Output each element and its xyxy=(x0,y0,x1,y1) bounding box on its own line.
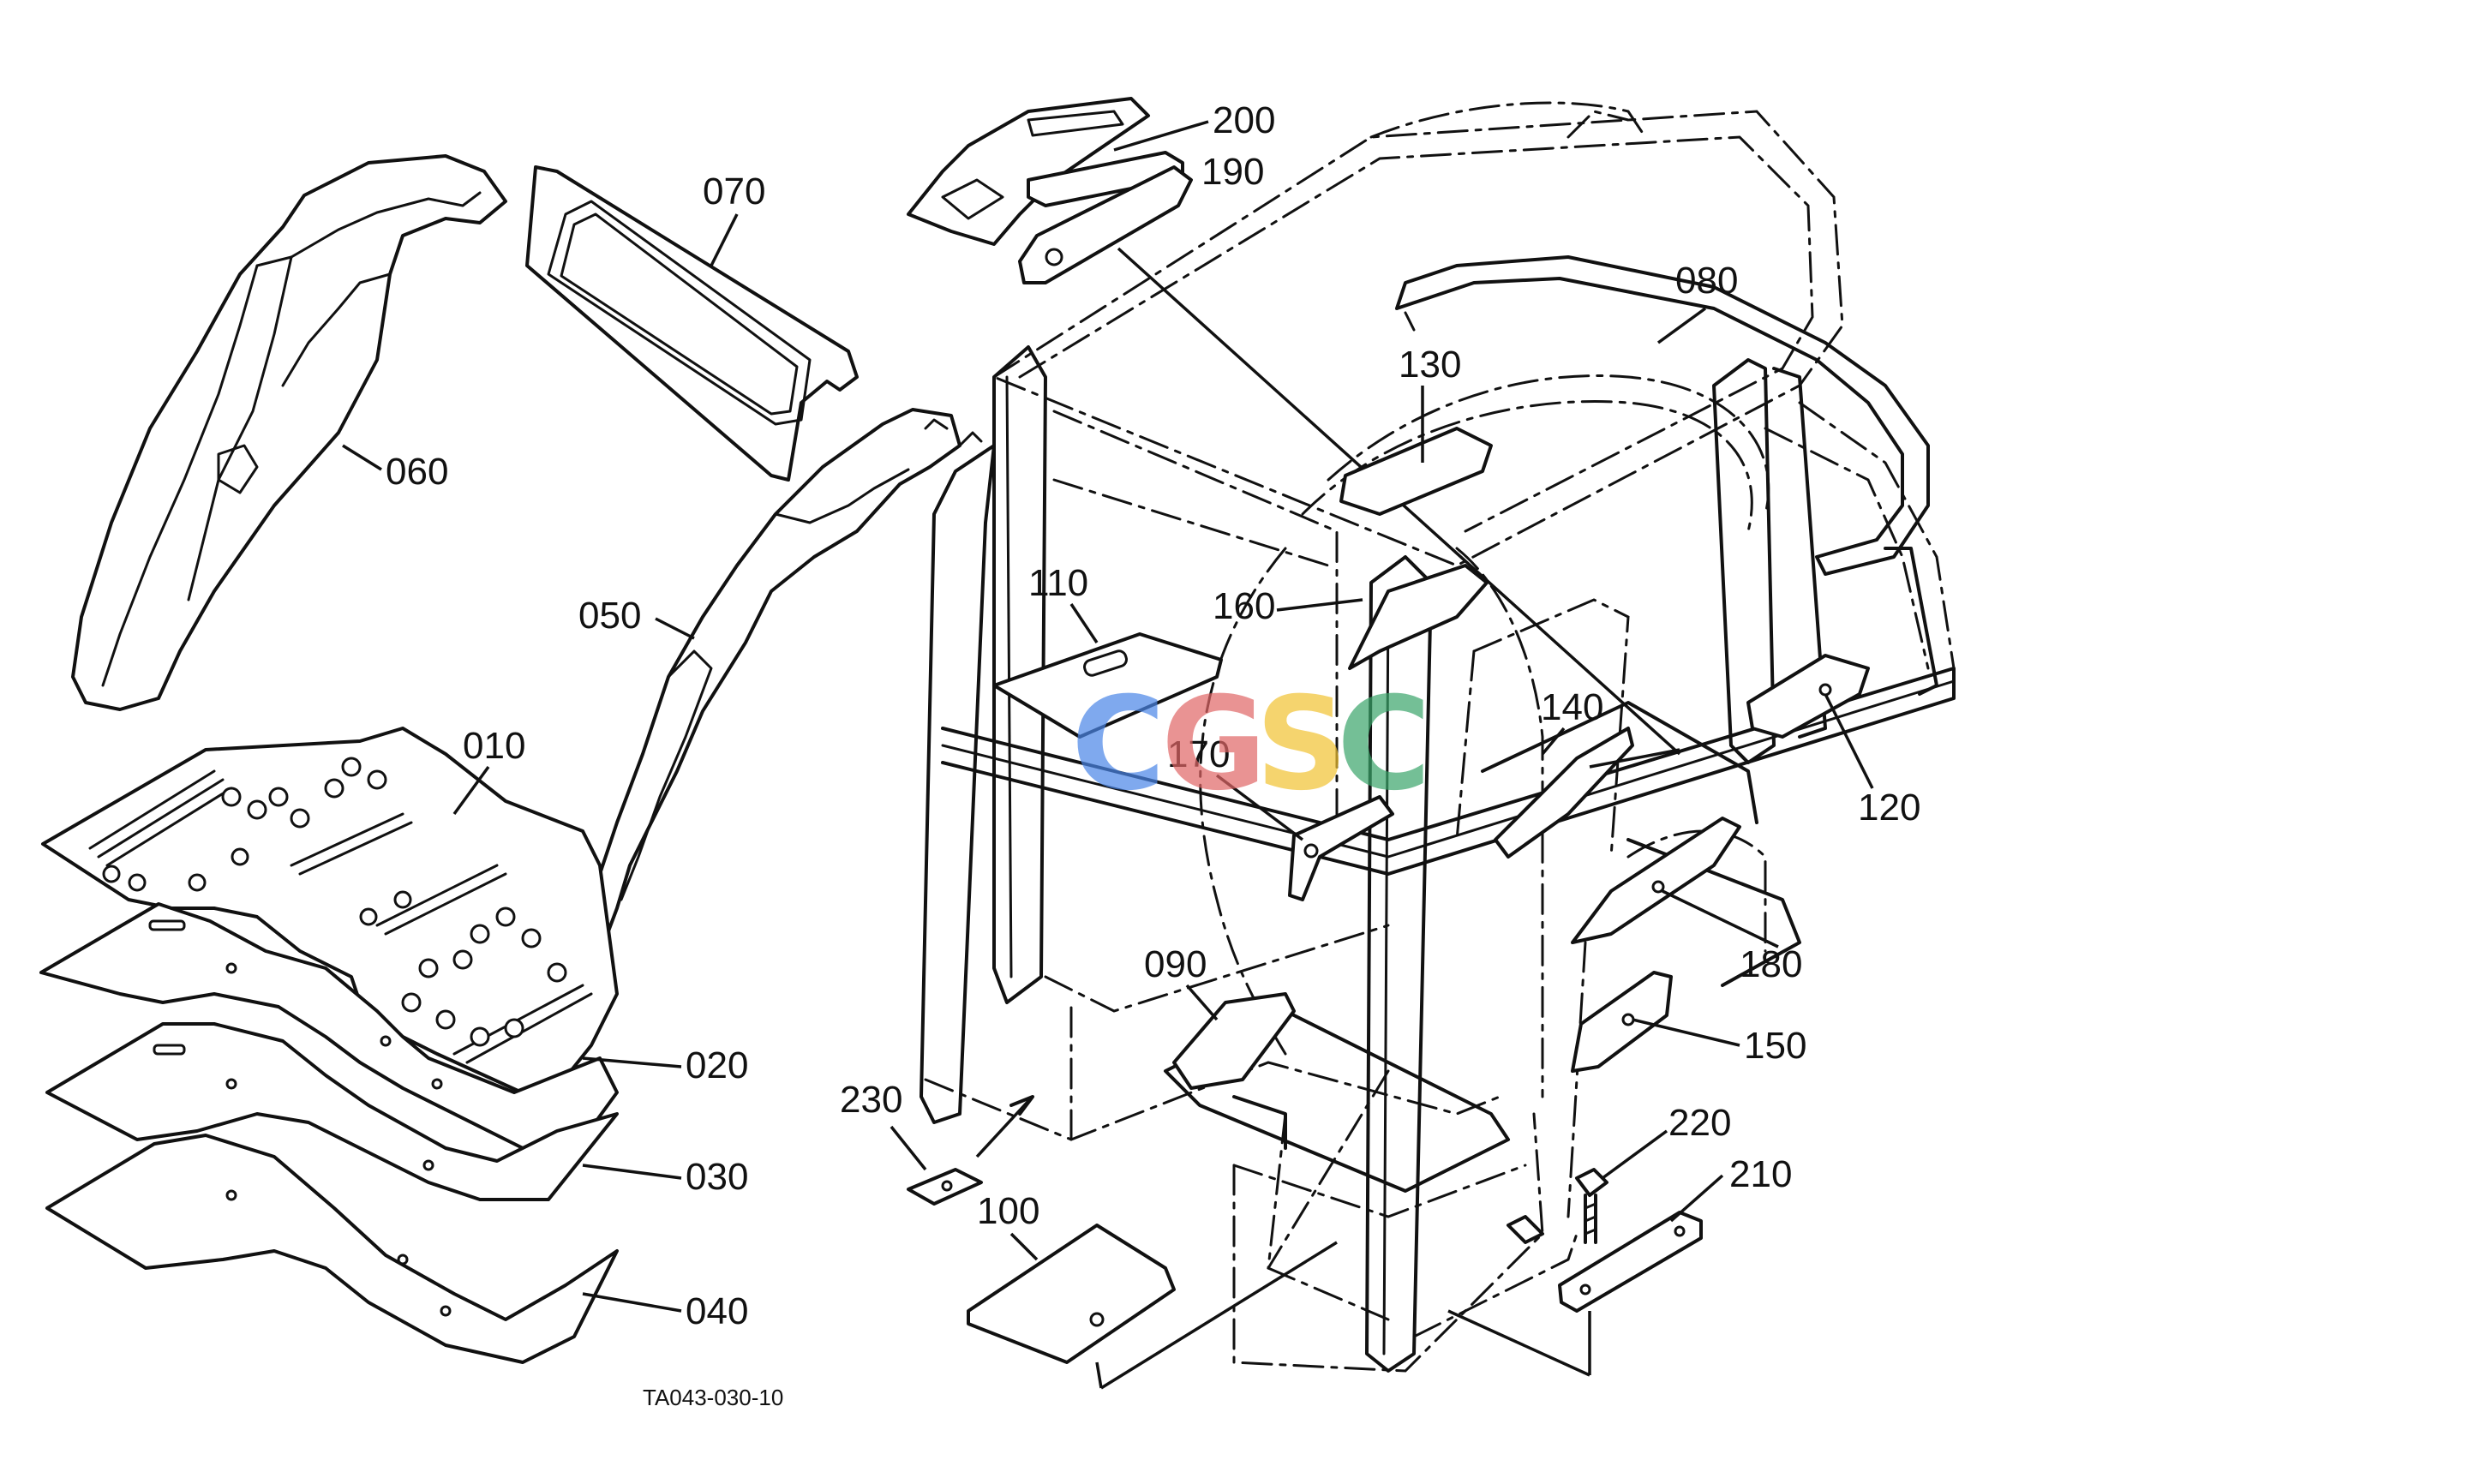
part-100-floor-cover xyxy=(967,1224,1176,1364)
leader-060 xyxy=(342,444,382,471)
callout-050: 050 xyxy=(578,595,641,637)
plate-030-slot xyxy=(153,1044,186,1056)
callout-130: 130 xyxy=(1399,344,1461,386)
leader-010 xyxy=(452,765,490,816)
callout-150: 150 xyxy=(1744,1025,1806,1067)
part-170-bracket xyxy=(1288,795,1394,901)
callout-180: 180 xyxy=(1740,943,1802,985)
part-120-trim xyxy=(1746,654,1870,739)
watermark-letter-4: C xyxy=(1337,670,1431,819)
leader-100 xyxy=(1009,1232,1039,1261)
leader-080 xyxy=(1656,307,1707,344)
leader-160 xyxy=(1276,598,1363,612)
part-020-floor-plate xyxy=(39,902,619,1150)
callout-010: 010 xyxy=(463,725,525,767)
cover-110-slot xyxy=(1083,649,1128,677)
watermark-letter-3: S xyxy=(1255,670,1348,819)
callout-110: 110 xyxy=(1028,562,1088,604)
part-200-roof-trim xyxy=(907,97,1150,246)
leader-050 xyxy=(655,617,695,640)
callout-080: 080 xyxy=(1675,260,1738,302)
leader-170 xyxy=(1215,774,1304,841)
plate-020-slot xyxy=(148,919,186,931)
leader-020 xyxy=(582,1056,682,1068)
leader-040 xyxy=(582,1292,682,1313)
part-090-panel xyxy=(1172,992,1296,1090)
callout-210: 210 xyxy=(1729,1153,1792,1195)
leader-200 xyxy=(1113,120,1209,152)
leader-090 xyxy=(1185,984,1219,1021)
part-010-floor-mat xyxy=(41,727,619,1098)
part-050-side-panel xyxy=(581,408,983,983)
part-040-bottom-layer xyxy=(45,1134,619,1364)
callout-190: 190 xyxy=(1201,151,1264,193)
leader-210 xyxy=(1669,1174,1724,1223)
callout-030: 030 xyxy=(686,1156,748,1198)
part-190-trim-strip xyxy=(1018,165,1193,284)
watermark-letter-2: G xyxy=(1161,670,1267,819)
callout-160: 160 xyxy=(1213,585,1275,627)
callout-220: 220 xyxy=(1668,1102,1731,1144)
part-180-panel xyxy=(1571,817,1741,944)
part-130-pad xyxy=(1339,427,1493,516)
part-150-panel xyxy=(1571,971,1673,1073)
part-060-fender-cover xyxy=(71,154,507,711)
arrow-230 xyxy=(975,1099,1030,1158)
callout-140: 140 xyxy=(1541,686,1603,728)
callout-070: 070 xyxy=(703,171,765,212)
callout-060: 060 xyxy=(386,451,448,493)
part-220-bolt xyxy=(1575,1168,1608,1244)
mat-studs xyxy=(102,757,567,1047)
part-030-insulation xyxy=(45,1022,619,1201)
leader-120 xyxy=(1824,693,1874,789)
leader-140-b xyxy=(1589,748,1680,769)
part-160-trim xyxy=(1348,564,1489,670)
part-070-rear-window-trim xyxy=(525,165,859,482)
leader-070 xyxy=(710,213,739,266)
leader-230 xyxy=(890,1125,927,1171)
callout-200: 200 xyxy=(1213,99,1275,141)
figure-code: TA043-030-10 xyxy=(643,1385,783,1410)
leader-220 xyxy=(1601,1129,1668,1180)
part-210-bracket xyxy=(1558,1211,1703,1313)
leader-210-b xyxy=(1447,1309,1590,1377)
callout-120: 120 xyxy=(1858,787,1920,829)
callout-230: 230 xyxy=(840,1079,902,1121)
callout-090: 090 xyxy=(1144,943,1207,985)
leader-100-c xyxy=(1095,1361,1103,1389)
watermark: C G S C xyxy=(1071,670,1431,819)
leader-180 xyxy=(1662,889,1779,948)
leader-150 xyxy=(1632,1018,1740,1047)
part-110-cover xyxy=(992,632,1223,739)
callout-100: 100 xyxy=(977,1190,1039,1232)
leader-100-b xyxy=(1100,1241,1338,1390)
leader-030 xyxy=(582,1164,682,1180)
part-140-panel xyxy=(1494,727,1634,859)
callout-170: 170 xyxy=(1167,733,1230,775)
callout-040: 040 xyxy=(686,1290,748,1332)
leader-110 xyxy=(1069,603,1099,643)
watermark-letter-1: C xyxy=(1071,670,1165,819)
part-230-clip xyxy=(907,1095,1034,1206)
callout-020: 020 xyxy=(686,1044,748,1086)
leader-140 xyxy=(1541,727,1566,756)
